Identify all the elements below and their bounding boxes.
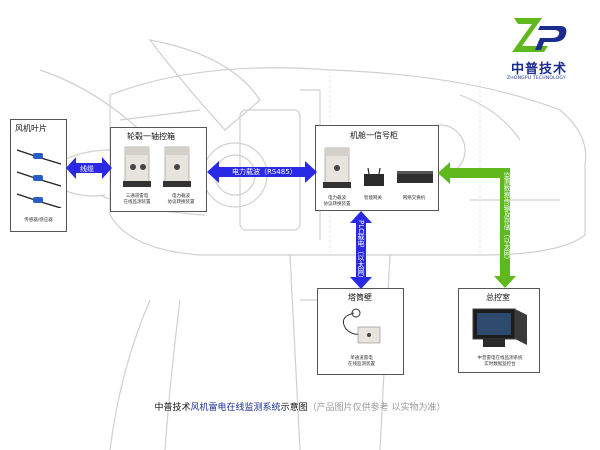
lightning-monitor-1ch-icon xyxy=(342,308,381,344)
nacelle-box: 机舱一信号柜 电力载波 协议转换装置 智能网关 网络交换机 xyxy=(315,125,439,211)
tower-device-caption: 单通道雷电 在线监测装置 xyxy=(348,356,375,367)
fiber-link-arrow xyxy=(350,211,372,289)
plc-converter-icon xyxy=(323,147,351,188)
nacelle-device2-caption: 智能网关 xyxy=(364,196,382,201)
blade-box: 风机叶片 传感器/感应器 xyxy=(10,119,67,232)
plc-link-label: 电力载波（RS485） xyxy=(232,168,297,176)
monitor-data-arrow xyxy=(438,162,516,288)
control-room-box-title: 总控室 xyxy=(486,293,510,302)
monitor-data-label: 监测数据传输及存储（以太网） xyxy=(502,172,510,263)
lightning-monitor-3ch-icon xyxy=(123,146,151,187)
cable-link-arrow xyxy=(66,157,112,179)
brand-name: 中普技术 xyxy=(511,62,568,77)
caption-note: （产品图片仅供参考 以实物为准） xyxy=(307,403,446,413)
caption-prefix: 中普技术 xyxy=(154,403,191,413)
blade-sensor-caption: 传感器/感应器 xyxy=(24,218,53,223)
caption-main: 示意图 xyxy=(280,403,308,413)
diagram-caption: 中普技术风机雷电在线监测系统示意图（产品图片仅供参考 以实物为准） xyxy=(0,400,600,413)
brand-logo xyxy=(508,14,570,54)
smart-gateway-icon xyxy=(364,168,384,186)
brand-name-en: ZHONGPU TECHNOLOGY xyxy=(507,76,566,81)
plc-link-arrow xyxy=(207,161,317,183)
hub-device2-caption: 电力载波 协议转换装置 xyxy=(167,194,195,205)
nacelle-box-title: 机舱一信号柜 xyxy=(350,131,398,140)
blade-box-title: 风机叶片 xyxy=(15,124,47,133)
tower-box-title: 塔筒壁 xyxy=(348,293,372,302)
network-switch-icon xyxy=(397,171,433,183)
plc-converter-icon xyxy=(163,146,191,187)
hub-box-title: 轮毂一轴控箱 xyxy=(127,132,175,141)
cable-link-label: 线缆 xyxy=(80,165,94,173)
tower-box: 塔筒壁 单通道雷电 在线监测装置 xyxy=(317,288,404,375)
monitoring-console-icon xyxy=(472,308,527,347)
blade-sensor-icon xyxy=(16,149,62,208)
hub-device1-caption: 三通道雷电 在线监测装置 xyxy=(123,194,151,205)
fiber-link-label: PLC载电（以太网） xyxy=(357,220,365,283)
control-room-box: 总控室 中普雷电在线监测系统 实时数据监控台 xyxy=(458,288,540,373)
zhongpu-logo-icon xyxy=(512,18,567,52)
caption-highlight: 风机雷电在线监测系统 xyxy=(190,403,281,413)
nacelle-device1-caption: 电力载波 协议转换装置 xyxy=(323,196,351,207)
nacelle-device3-caption: 网络交换机 xyxy=(402,196,426,201)
control-device-caption: 中普雷电在线监测系统 实时数据监控台 xyxy=(477,356,523,367)
hub-box: 轮毂一轴控箱 三通道雷电 在线监测装置 电力载波 协议转换装置 xyxy=(110,127,207,212)
